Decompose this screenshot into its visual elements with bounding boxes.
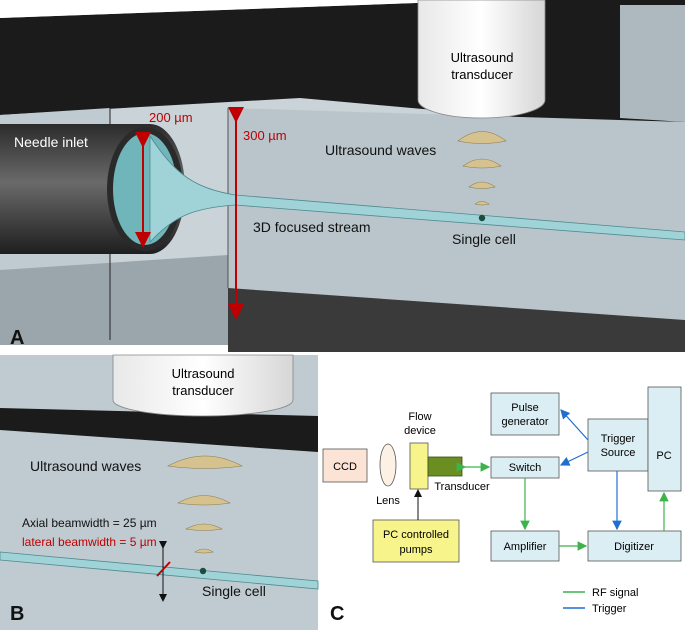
ultrasound-waves bbox=[457, 131, 507, 206]
panel-b-transducer-label-2: transducer bbox=[172, 383, 234, 398]
focused-stream bbox=[149, 134, 685, 244]
right-wall bbox=[620, 5, 685, 122]
bottom-channel-edge bbox=[228, 288, 685, 352]
panel-c: CCD Lens Flow device Transducer PC contr… bbox=[322, 386, 682, 625]
wave-4 bbox=[474, 201, 490, 206]
lens-shape bbox=[379, 443, 397, 487]
trigger-label-1: Trigger bbox=[601, 433, 636, 445]
pulse-generator-box bbox=[490, 392, 560, 436]
wave-2 bbox=[462, 158, 502, 169]
needle-inlet-label: Needle inlet bbox=[14, 134, 88, 150]
panel-b-waves bbox=[167, 455, 243, 554]
diameter-label: 200 µm bbox=[149, 110, 193, 125]
pumps-label-2: pumps bbox=[399, 544, 433, 556]
pulse-label-1: Pulse bbox=[511, 402, 539, 414]
panel-letter-a: A bbox=[10, 327, 24, 349]
flow-label-2: device bbox=[404, 425, 436, 437]
amplifier-label: Amplifier bbox=[504, 541, 547, 553]
ccd-box bbox=[322, 448, 368, 483]
rf-signal-lines bbox=[456, 462, 669, 551]
panel-letter-c: C bbox=[330, 603, 344, 625]
panel-b: Ultrasound transducer Ultrasound waves A… bbox=[0, 354, 319, 630]
lateral-label: lateral beamwidth = 5 µm bbox=[22, 535, 157, 549]
pulse-label-2: generator bbox=[501, 416, 548, 428]
lens-label: Lens bbox=[376, 495, 400, 507]
digitizer-label: Digitizer bbox=[614, 541, 654, 553]
trigger-source-box bbox=[587, 418, 649, 472]
legend-rf-label: RF signal bbox=[592, 587, 638, 599]
panel-b-transducer-label-1: Ultrasound bbox=[172, 366, 235, 381]
trigger-label-2: Source bbox=[601, 447, 636, 459]
single-cell bbox=[478, 214, 486, 222]
panel-a: Ultrasound transducer Needle inlet 200 µ… bbox=[0, 0, 685, 352]
trigger-to-pulse bbox=[560, 409, 589, 441]
panel-letter-b: B bbox=[10, 603, 24, 625]
transducer-label: Transducer bbox=[434, 481, 490, 493]
wave-3 bbox=[468, 181, 496, 189]
panel-b-waves-label: Ultrasound waves bbox=[30, 458, 141, 474]
pc-box bbox=[647, 386, 682, 492]
digitizer-box bbox=[587, 530, 682, 562]
panel-b-cell-label: Single cell bbox=[202, 583, 266, 599]
flow-label-1: Flow bbox=[408, 411, 431, 423]
height-label: 300 µm bbox=[243, 128, 287, 143]
panel-b-wave-2 bbox=[177, 495, 231, 506]
transducer-cylinder bbox=[417, 0, 546, 119]
waves-label: Ultrasound waves bbox=[325, 142, 436, 158]
panel-b-dark-band bbox=[0, 408, 318, 452]
panel-b-wave-3 bbox=[185, 523, 223, 531]
wave-1 bbox=[457, 131, 507, 144]
lateral-marker bbox=[156, 561, 171, 577]
page-corner bbox=[0, 0, 500, 18]
panel-b-wave-1 bbox=[167, 455, 243, 469]
legend-trigger-label: Trigger bbox=[592, 603, 627, 615]
transducer-label-1: Ultrasound bbox=[451, 50, 514, 65]
amplifier-box bbox=[490, 530, 560, 562]
axial-label: Axial beamwidth = 25 µm bbox=[22, 516, 157, 530]
stream-label: 3D focused stream bbox=[253, 219, 371, 235]
trigger-to-switch bbox=[559, 451, 589, 466]
pumps-box bbox=[372, 519, 460, 563]
cell-label: Single cell bbox=[452, 231, 516, 247]
panel-b-wave-4 bbox=[194, 548, 214, 554]
front-block bbox=[228, 108, 685, 345]
ccd-label: CCD bbox=[333, 461, 357, 473]
trigger-lines bbox=[559, 409, 622, 531]
panel-b-transducer bbox=[112, 354, 294, 417]
transducer-box bbox=[427, 456, 463, 477]
pumps-label-1: PC controlled bbox=[383, 529, 449, 541]
switch-label: Switch bbox=[509, 462, 541, 474]
pc-label: PC bbox=[656, 450, 671, 462]
panel-b-cell bbox=[199, 567, 207, 575]
flow-device-box bbox=[409, 442, 429, 490]
transducer-label-2: transducer bbox=[451, 67, 513, 82]
floor bbox=[0, 255, 228, 345]
